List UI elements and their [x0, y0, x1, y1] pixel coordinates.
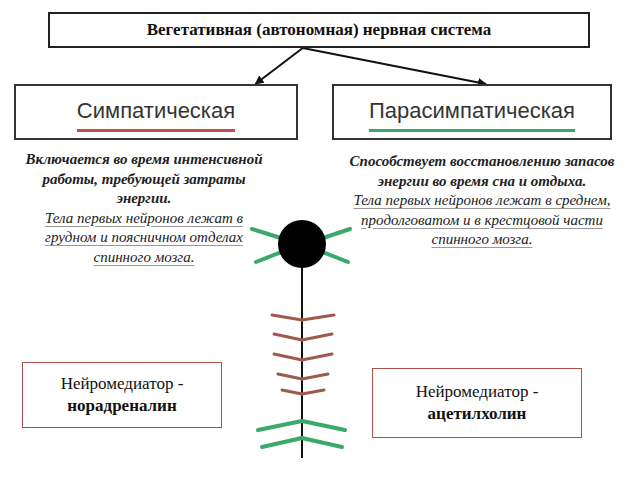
title-box: Вегетативная (автономная) нервная систем… — [48, 12, 590, 48]
mediator-text: норадреналин — [67, 395, 176, 417]
mediator-box: Нейромедиатор -ацетилхолин — [372, 368, 582, 438]
thoracolumbar-branches — [272, 315, 334, 394]
brown-branch — [302, 315, 334, 320]
location-note: Тела первых нейронов лежат в среднем, пр… — [344, 191, 620, 250]
note-column: Включается во время интенсивной работы, … — [22, 150, 266, 267]
brain-circle — [278, 220, 326, 268]
title-text: Вегетативная (автономная) нервная систем… — [147, 20, 492, 40]
brown-branch — [274, 334, 302, 340]
brown-branch — [278, 374, 302, 379]
system-type-box: Симпатическая — [14, 84, 298, 140]
brown-branch — [282, 390, 302, 394]
function-note: Способствует восстановлению запасов энер… — [344, 152, 620, 191]
mediator-box: Нейромедиатор -норадреналин — [22, 362, 222, 428]
brown-branch — [302, 354, 332, 360]
note-column: Способствует восстановлению запасов энер… — [344, 152, 620, 250]
mediator-text: ацетилхолин — [428, 403, 527, 425]
arrow-connector — [255, 48, 302, 84]
brown-branch — [302, 334, 332, 340]
brown-branch — [302, 390, 324, 394]
green-branch — [258, 421, 302, 430]
sacral-branches — [258, 421, 345, 447]
system-name: Парасимпатическая — [369, 98, 575, 132]
system-name: Симпатическая — [77, 98, 235, 132]
mediator-text: Нейромедиатор - — [416, 381, 539, 403]
green-branch — [262, 438, 302, 447]
brown-branch — [274, 354, 302, 360]
system-type-box: Парасимпатическая — [332, 84, 612, 140]
location-note: Тела первых нейронов лежат в грудном и п… — [22, 209, 266, 268]
green-branch — [302, 438, 342, 447]
arrow-connector — [303, 48, 486, 84]
brown-branch — [272, 315, 302, 320]
brown-branch — [302, 374, 328, 379]
mediator-text: Нейромедиатор - — [61, 373, 184, 395]
function-note: Включается во время интенсивной работы, … — [22, 150, 266, 209]
green-branch — [302, 421, 345, 430]
